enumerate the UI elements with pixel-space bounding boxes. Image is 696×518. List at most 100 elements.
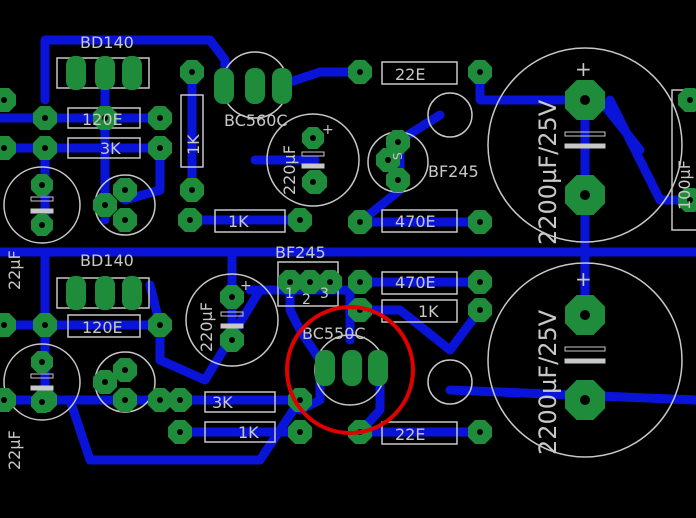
pad (122, 276, 142, 310)
label-r470e-top: 470E (395, 212, 436, 231)
label-r1k-right: 1K (418, 302, 439, 321)
label-r120e-bottom: 120E (82, 318, 123, 337)
label-bc550c: BC550C (302, 324, 366, 343)
pad (342, 350, 362, 386)
pad-hole (385, 157, 391, 163)
capacitor-plate (220, 311, 244, 317)
label-r3k-top: 3K (100, 139, 121, 158)
label-cap22-top: 22µF (5, 250, 24, 290)
label-cap2200-top: 2200µF/25V (534, 99, 562, 245)
via-pad (0, 313, 16, 337)
label-r22e-bottom: 22E (395, 425, 425, 444)
pad-hole (357, 69, 363, 75)
pad-hole (177, 397, 183, 403)
pads (66, 56, 388, 386)
r22e-top-outline (381, 61, 458, 85)
pad-hole (122, 397, 128, 403)
pad-hole (187, 217, 193, 223)
r1k-mid-outline (214, 209, 286, 233)
pad (315, 350, 335, 386)
r1k-bot-outline (204, 421, 276, 443)
trace-bot-4 (145, 280, 265, 385)
pad-hole (39, 399, 45, 405)
pad-hole (42, 322, 48, 328)
cap22-top-outline (3, 166, 81, 244)
pad-hole (580, 395, 590, 405)
label-bf245-mid: BF245 (275, 243, 326, 262)
via-pad (0, 136, 16, 160)
pin-label-2: 2 (302, 292, 311, 308)
label-r120e-top: 120E (82, 110, 123, 129)
via-pad (0, 388, 16, 412)
pad (66, 56, 86, 90)
pad-hole (122, 367, 128, 373)
highlight-circle (285, 305, 415, 435)
r1k-right-outline (381, 299, 458, 323)
pad-hole (229, 337, 235, 343)
label-r1k-mid: 1K (228, 212, 249, 231)
pad-hole (189, 69, 195, 75)
cap220-top-outline (266, 113, 360, 207)
capacitor-plate (564, 358, 606, 364)
plus-cap220-top: + (322, 122, 334, 138)
pad-hole (177, 429, 183, 435)
pad-hole (189, 187, 195, 193)
capacitor-plate (30, 385, 54, 391)
pad-hole (477, 69, 483, 75)
pad-hole (229, 294, 235, 300)
pad-hole (157, 397, 163, 403)
pad-hole (157, 322, 163, 328)
pad-hole (1, 97, 7, 103)
pad-hole (157, 145, 163, 151)
trace-top-1 (40, 35, 230, 105)
pad-hole (395, 139, 401, 145)
via-pad (0, 88, 16, 112)
pin-label-s: S (391, 152, 405, 160)
pad-hole (580, 310, 590, 320)
pad-hole (39, 359, 45, 365)
pad-hole (395, 177, 401, 183)
pad-hole (287, 279, 293, 285)
capacitor-plate (30, 196, 54, 202)
label-bd140-bottom: BD140 (80, 251, 134, 270)
capacitor-pads (30, 80, 606, 420)
pad (368, 350, 388, 386)
pad-hole (102, 379, 108, 385)
pad-hole (122, 187, 128, 193)
pad-hole (157, 115, 163, 121)
pad-hole (310, 179, 316, 185)
label-bf245-right: BF245 (428, 162, 479, 181)
pad-hole (687, 197, 693, 203)
capacitor-plate (30, 373, 54, 379)
r470e-bot-outline (381, 271, 458, 295)
pad-hole (477, 219, 483, 225)
capacitor-plate (564, 346, 606, 352)
pad-hole (42, 115, 48, 121)
pad-hole (327, 279, 333, 285)
r3k-bot-outline (204, 391, 276, 413)
cap22-bot-outline (3, 343, 81, 421)
pin-label-1: 1 (285, 286, 294, 302)
capacitor-plate (301, 151, 325, 157)
pad (272, 68, 292, 104)
pad-hole (102, 202, 108, 208)
pad-hole (102, 115, 108, 121)
label-cap220-bottom: 220µF (197, 302, 216, 352)
pad-hole (39, 182, 45, 188)
pad-hole (357, 279, 363, 285)
label-bc560c: BC560C (224, 111, 288, 130)
label-cap22-bottom: 22µF (5, 430, 24, 470)
cap220-bot-outline (185, 273, 279, 367)
pad-hole (307, 279, 313, 285)
r22e-bot-outline (381, 421, 458, 445)
label-r3k-bottom: 3K (212, 393, 233, 412)
pad-hole (297, 397, 303, 403)
r120e-bot-outline (67, 314, 141, 338)
plus-cap220-bottom: + (240, 278, 252, 294)
pad-hole (580, 190, 590, 200)
capacitor-plate (220, 323, 244, 329)
silkscreen-labels: BD140 BD140 BC560C BC550C BF245 BF245 22… (5, 33, 694, 470)
trace-top-15 (120, 143, 165, 205)
